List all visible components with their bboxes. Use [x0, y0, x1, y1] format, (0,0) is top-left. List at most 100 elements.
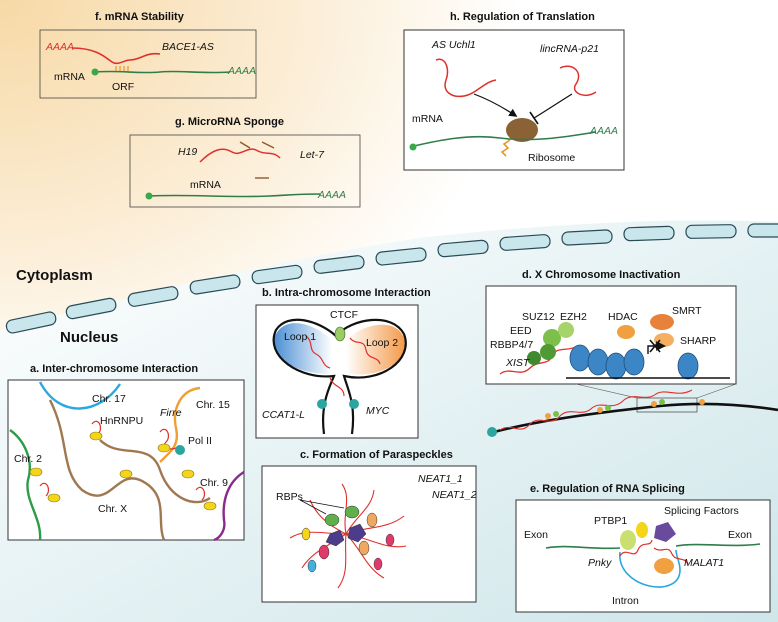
panel-e-title: e. Regulation of RNA Splicing	[530, 483, 685, 495]
suz12-label: SUZ12	[522, 311, 555, 323]
panel-h-translation: h. Regulation of Translation AS Uchl1 li…	[403, 11, 625, 171]
mrna-label-h: mRNA	[412, 113, 443, 125]
rbbp-label: RBBP4/7	[490, 339, 533, 351]
sharp-protein	[654, 333, 674, 347]
loop1-domain	[273, 323, 332, 374]
panel-f-mrna-stability: f. mRNA Stability AAAA BACE1-AS mRNA ORF…	[39, 11, 257, 99]
bace1-as-label: BACE1-AS	[162, 41, 214, 53]
nascent-peptide	[500, 139, 511, 157]
let7-mirna-2	[261, 141, 275, 149]
panel-d-x-inactivation: d. X Chromosome Inactivation SUZ12 EZH2 …	[485, 269, 737, 413]
prc2-suz12	[543, 329, 561, 347]
ezh2-label: EZH2	[560, 311, 587, 323]
splicing-factors-label: Splicing Factors	[664, 505, 739, 517]
xist-rna	[499, 345, 579, 375]
neat1-2-label: NEAT1_2	[432, 489, 477, 501]
panel-c-title: c. Formation of Paraspeckles	[300, 449, 453, 461]
panel-h-title: h. Regulation of Translation	[450, 11, 595, 23]
eed-label: EED	[510, 325, 532, 337]
splicing-factor-orange	[654, 558, 674, 574]
mrna-polya-label-h: AAAA	[589, 125, 618, 137]
panel-g-title: g. MicroRNA Sponge	[175, 116, 284, 128]
ribosome-label: Ribosome	[528, 152, 575, 164]
nuclear-envelope	[5, 223, 778, 334]
mrna-strand-f	[95, 70, 231, 74]
activation-arrow	[473, 93, 518, 117]
as-uchl1-label: AS Uchl1	[431, 39, 476, 51]
chr2-strand	[9, 429, 42, 541]
prc2-eed	[540, 344, 556, 360]
lncrna-strands-b	[305, 335, 381, 397]
ribosome	[506, 118, 538, 142]
zoom-line-right	[696, 383, 737, 399]
myc-complex	[349, 399, 359, 409]
chrx-label: Chr. X	[98, 503, 127, 515]
exon-left-label: Exon	[524, 529, 548, 541]
pol2-protein	[175, 445, 185, 455]
chr15-strand	[159, 386, 201, 463]
rbp-proteins	[301, 505, 395, 573]
h19-label: H19	[178, 146, 197, 158]
mrna-cap-f	[91, 68, 99, 76]
nucleus-label: Nucleus	[60, 329, 118, 346]
inhibition-line	[533, 93, 573, 119]
h19-rna	[199, 148, 281, 163]
bace1-as-rna	[71, 47, 161, 65]
prc2-ezh2	[558, 322, 574, 338]
mrna-polya-label-f: AAAA	[227, 65, 256, 77]
splicing-factor-purple	[654, 522, 676, 542]
panel-e-rna-splicing: e. Regulation of RNA Splicing PTBP1 Spli…	[515, 483, 771, 613]
panel-c-paraspeckles: c. Formation of Paraspeckles	[261, 449, 477, 603]
silenced-gene-arrow	[647, 341, 666, 354]
mrna-strand-h	[413, 131, 597, 147]
rbps-pointer	[299, 499, 345, 515]
orf-duplex	[115, 66, 129, 71]
hnrnpu-proteins	[29, 431, 217, 511]
pol2-label: Pol II	[188, 435, 212, 447]
loop2-domain	[346, 324, 405, 375]
smrt-protein	[650, 314, 674, 330]
panel-f-title: f. mRNA Stability	[95, 11, 185, 23]
inhibition-bar	[529, 111, 539, 125]
nucleosome-array	[569, 344, 699, 380]
exon-left-strand	[545, 545, 621, 550]
neat1-1-label: NEAT1_1	[418, 473, 463, 485]
loop1-label: Loop 1	[284, 331, 316, 343]
zoom-line-left	[575, 383, 638, 399]
silenced-cross	[649, 339, 661, 353]
malat1-label: MALAT1	[684, 557, 724, 569]
chr2-label: Chr. 2	[14, 453, 42, 465]
exon-right-label: Exon	[728, 529, 752, 541]
myc-label: MYC	[366, 405, 390, 417]
mrna-cap-g	[145, 192, 153, 200]
mrna-polya-label-g: AAAA	[317, 189, 346, 201]
panel-g-microrna-sponge: g. MicroRNA Sponge H19 Let-7 mRNA AAAA	[129, 116, 361, 208]
panel-b-title: b. Intra-chromosome Interaction	[262, 287, 431, 299]
panel-b-intra-chromosome: b. Intra-chromosome Interaction CTCF Loo…	[255, 287, 431, 439]
mrna-strand-g	[149, 193, 321, 198]
exon-right-strand	[675, 543, 761, 547]
chr17-strand	[38, 381, 121, 410]
ctcf-protein	[334, 326, 346, 342]
mrna-label-g: mRNA	[190, 179, 221, 191]
mrna-label-f: mRNA	[54, 71, 85, 83]
intron-loop	[619, 549, 681, 588]
as-uchl1-rna	[435, 58, 497, 98]
smrt-label: SMRT	[672, 305, 702, 317]
ptbp1-label: PTBP1	[594, 515, 627, 527]
chrx-strand-2	[99, 439, 211, 504]
ctcf-label: CTCF	[330, 309, 358, 321]
chr17-label: Chr. 17	[92, 393, 126, 405]
bace1-as-polya-label: AAAA	[45, 41, 74, 53]
loop2-label: Loop 2	[366, 337, 398, 349]
mrna-cap-h	[409, 143, 417, 151]
chrx-strand	[48, 399, 166, 541]
chr9-label: Chr. 9	[200, 477, 228, 489]
ccat1-label: CCAT1-L	[262, 409, 305, 421]
let7-mirna-1	[239, 141, 251, 149]
inactive-x-chromatin	[487, 389, 778, 437]
hdac-protein	[617, 325, 635, 339]
xist-label: XIST	[505, 357, 531, 369]
rbps-label: RBPs	[276, 491, 303, 503]
